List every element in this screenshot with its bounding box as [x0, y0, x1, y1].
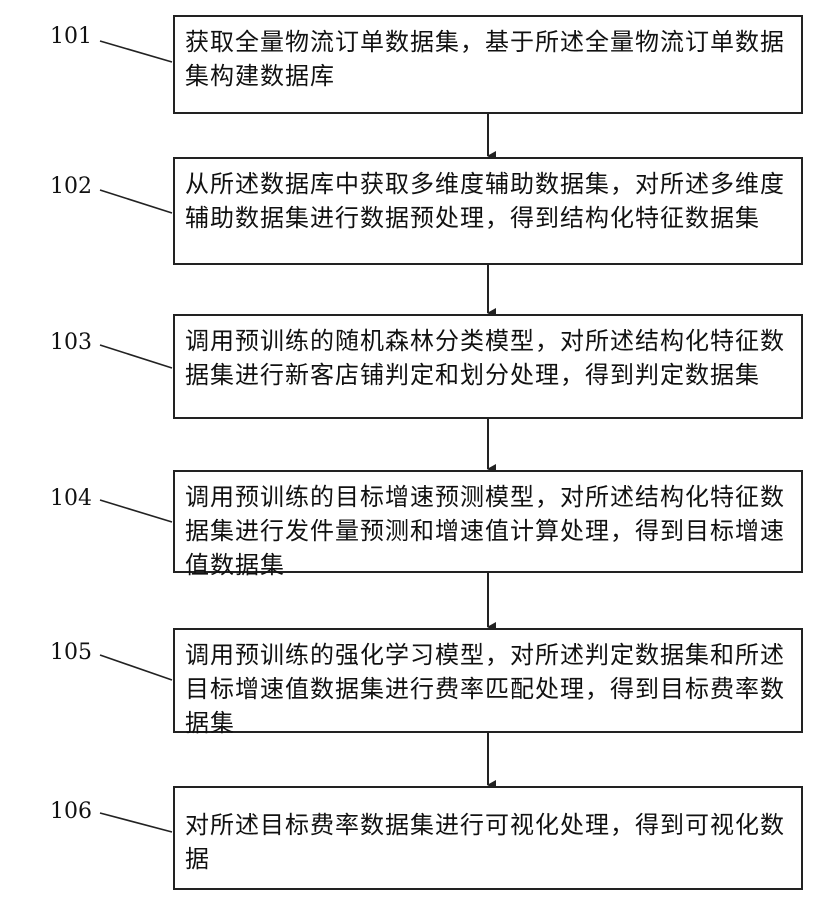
- step-text-106: 对所述目标费率数据集进行可视化处理，得到可视化数据: [185, 808, 787, 876]
- step-label-103: 103: [50, 330, 92, 355]
- step-label-105: 105: [50, 640, 92, 665]
- step-text-101: 获取全量物流订单数据集，基于所述全量物流订单数据集构建数据库: [185, 25, 787, 93]
- step-box-101: 获取全量物流订单数据集，基于所述全量物流订单数据集构建数据库: [173, 15, 803, 114]
- leader-104: [100, 500, 172, 522]
- step-text-103: 调用预训练的随机森林分类模型，对所述结构化特征数据集进行新客店铺判定和划分处理，…: [185, 324, 787, 392]
- step-box-104: 调用预训练的目标增速预测模型，对所述结构化特征数据集进行发件量预测和增速值计算处…: [173, 470, 803, 573]
- step-box-106: 对所述目标费率数据集进行可视化处理，得到可视化数据: [173, 786, 803, 890]
- step-label-104: 104: [50, 486, 92, 511]
- step-text-102: 从所述数据库中获取多维度辅助数据集，对所述多维度辅助数据集进行数据预处理，得到结…: [185, 167, 787, 235]
- step-text-105: 调用预训练的强化学习模型，对所述判定数据集和所述目标增速值数据集进行费率匹配处理…: [185, 638, 787, 740]
- step-label-102: 102: [50, 174, 92, 199]
- step-text-104: 调用预训练的目标增速预测模型，对所述结构化特征数据集进行发件量预测和增速值计算处…: [185, 480, 787, 582]
- step-box-102: 从所述数据库中获取多维度辅助数据集，对所述多维度辅助数据集进行数据预处理，得到结…: [173, 157, 803, 265]
- step-box-103: 调用预训练的随机森林分类模型，对所述结构化特征数据集进行新客店铺判定和划分处理，…: [173, 314, 803, 419]
- leader-105: [100, 655, 172, 680]
- leader-106: [100, 813, 172, 832]
- step-label-101: 101: [50, 24, 92, 49]
- leader-102: [100, 190, 172, 213]
- leader-103: [100, 345, 172, 368]
- step-label-106: 106: [50, 799, 92, 824]
- step-box-105: 调用预训练的强化学习模型，对所述判定数据集和所述目标增速值数据集进行费率匹配处理…: [173, 628, 803, 733]
- leader-101: [100, 41, 172, 62]
